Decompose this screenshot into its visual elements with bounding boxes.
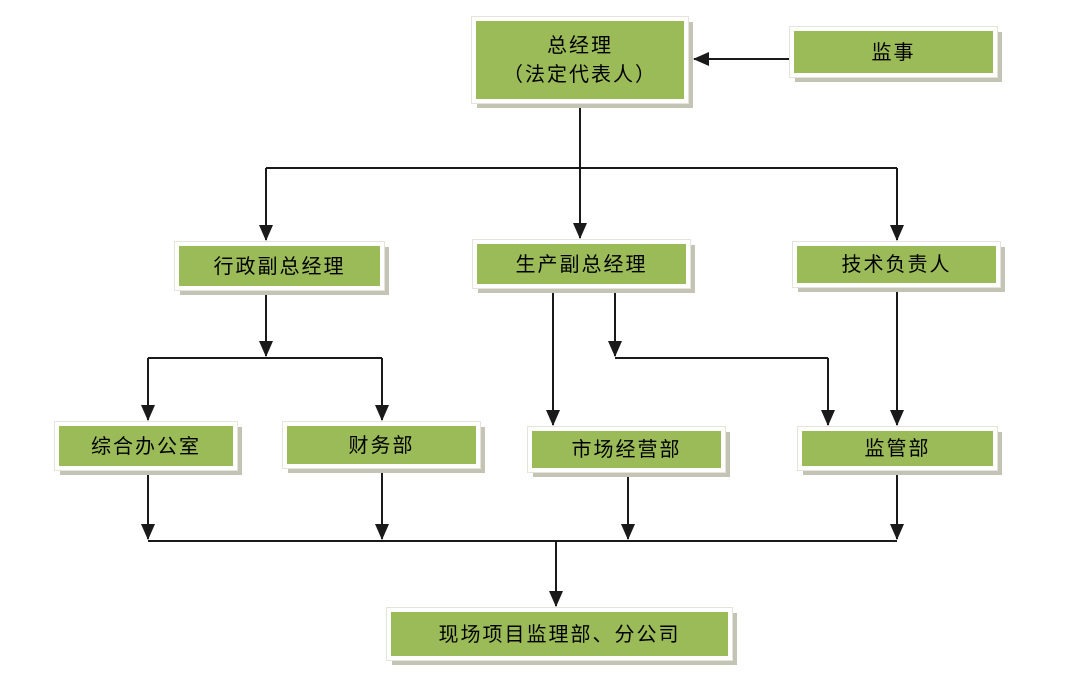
node-finance-dept: 财务部: [283, 422, 480, 468]
node-production-deputy-gm-label: 生产副总经理: [515, 251, 648, 276]
node-general-manager: 总经理 （法定代表人）: [472, 17, 688, 103]
node-general-manager-label: 总经理: [547, 33, 613, 57]
node-general-manager-sublabel: （法定代表人）: [503, 62, 657, 86]
node-technical-director: 技术负责人: [793, 242, 1000, 287]
node-general-office-label: 综合办公室: [91, 433, 201, 458]
node-market-operations-dept: 市场经营部: [528, 427, 725, 472]
node-supervisor-label: 监事: [871, 39, 916, 64]
node-supervisor: 监事: [790, 27, 997, 77]
node-production-deputy-gm: 生产副总经理: [473, 240, 690, 288]
node-admin-deputy-gm-label: 行政副总经理: [213, 253, 346, 278]
node-supervision-dept-label: 监管部: [864, 436, 931, 460]
node-supervision-dept: 监管部: [798, 427, 997, 470]
node-finance-dept-label: 财务部: [348, 432, 415, 457]
node-admin-deputy-gm: 行政副总经理: [175, 242, 384, 290]
node-technical-director-label: 技术负责人: [841, 252, 952, 276]
node-site-supervision-branch-label: 现场项目监理部、分公司: [438, 621, 681, 646]
node-market-operations-dept-label: 市场经营部: [571, 437, 682, 461]
node-site-supervision-branch: 现场项目监理部、分公司: [387, 608, 732, 660]
node-general-office: 综合办公室: [55, 422, 237, 470]
